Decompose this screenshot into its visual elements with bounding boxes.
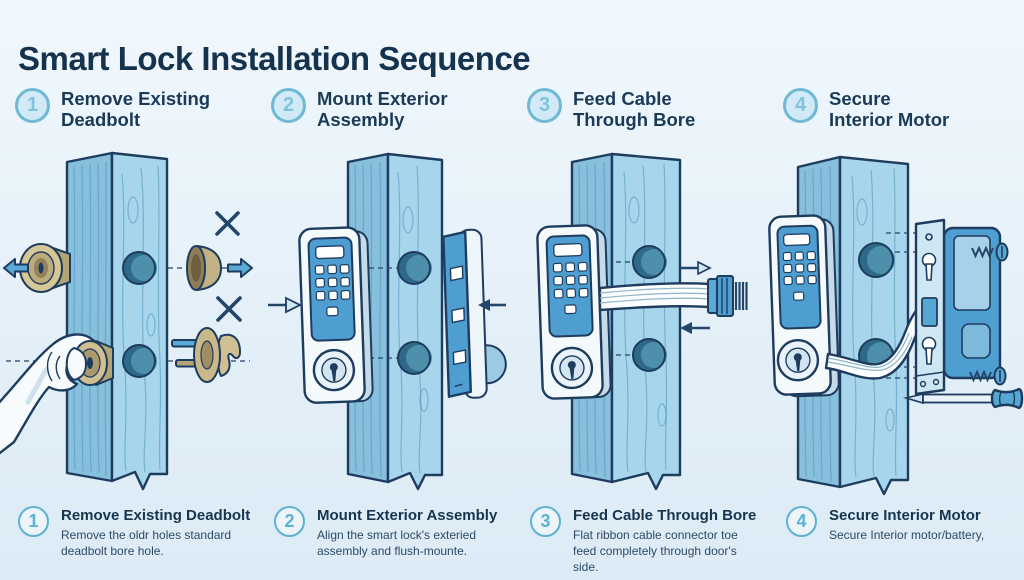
screw-top bbox=[971, 242, 1009, 262]
deadbolt-cylinder-left bbox=[19, 243, 71, 293]
deadbolt-cylinder-right bbox=[186, 245, 222, 291]
bore-hole-top bbox=[397, 251, 432, 285]
step-1-panel: 1 Remove Existing Deadbolt bbox=[0, 82, 256, 580]
arrow-left-icon bbox=[3, 258, 29, 278]
dashed-centerlines bbox=[616, 261, 636, 356]
hand bbox=[0, 333, 114, 455]
ribbon-cable bbox=[598, 282, 711, 312]
keypad-keys bbox=[782, 251, 817, 301]
interior-motor-assembly bbox=[914, 218, 1002, 396]
arrow-left-icon bbox=[478, 299, 506, 311]
step-3-illustration bbox=[536, 152, 748, 491]
step-1-caption-text: Remove the oldr holes standard deadbolt … bbox=[61, 528, 232, 559]
step-4-panel: 4 Secure Interior Motor bbox=[768, 82, 1024, 580]
step-4-illustration bbox=[768, 155, 1024, 496]
step-1-caption-title: Remove Existing Deadbolt bbox=[61, 507, 251, 524]
plate-slots bbox=[449, 265, 467, 366]
door bbox=[65, 151, 169, 491]
bore-hole-top bbox=[858, 242, 895, 278]
x-mark-bottom-icon bbox=[216, 296, 242, 322]
step-2-caption: 2 Mount Exterior Assembly Align the smar… bbox=[256, 506, 512, 559]
step-4-caption-text: Secure Interior motor/battery, bbox=[829, 528, 985, 542]
screw-bottom bbox=[969, 366, 1007, 386]
step-3-number-badge: 3 bbox=[527, 88, 562, 123]
dashed-guide-lines bbox=[886, 232, 972, 379]
step-2-title: Mount Exterior Assembly bbox=[317, 88, 448, 130]
step-3-caption-title: Feed Cable Through Bore bbox=[573, 507, 757, 524]
step-1-caption-badge: 1 bbox=[18, 506, 49, 537]
step-2-header: 2 Mount Exterior Assembly bbox=[256, 82, 512, 131]
bore-hole-top bbox=[122, 251, 157, 285]
step-2-illustration bbox=[268, 152, 507, 491]
arrow-left-icon bbox=[680, 322, 710, 334]
screwdriver bbox=[902, 387, 1024, 410]
step-3-caption: 3 Feed Cable Through Bore Flat ribbon ca… bbox=[512, 506, 768, 575]
keypad-exterior-assembly bbox=[768, 214, 840, 398]
bore-hole-top bbox=[632, 245, 667, 279]
step-3-panel: 3 Feed Cable Through Bore bbox=[512, 82, 768, 580]
step-panels: 1 Remove Existing Deadbolt bbox=[0, 82, 1024, 580]
bore-hole-bottom bbox=[122, 344, 157, 378]
arrow-right-icon bbox=[680, 260, 712, 276]
step-2-caption-text: Align the smart lock's exteried assembly… bbox=[317, 528, 477, 559]
step-4-number-badge: 4 bbox=[783, 88, 818, 123]
step-4-caption-badge: 4 bbox=[786, 506, 817, 537]
step-4-title: Secure Interior Motor bbox=[829, 88, 950, 130]
keypad-keys bbox=[314, 263, 351, 317]
arrow-right-icon bbox=[268, 296, 303, 314]
keypad-exterior-assembly bbox=[298, 226, 374, 404]
step-3-header: 3 Feed Cable Through Bore bbox=[512, 82, 768, 131]
x-mark-top-icon bbox=[215, 211, 240, 236]
step-1-number-badge: 1 bbox=[15, 88, 50, 123]
step-4-header: 4 Secure Interior Motor bbox=[768, 82, 1024, 131]
connector-pins bbox=[734, 282, 748, 310]
interior-mounting-plate bbox=[442, 228, 507, 399]
keypad-keys bbox=[552, 261, 589, 315]
page-title: Smart Lock Installation Sequence bbox=[18, 40, 531, 78]
plate-keyholes bbox=[921, 252, 937, 365]
step-1-illustration bbox=[0, 151, 253, 491]
step-1-caption: 1 Remove Existing Deadbolt Remove the ol… bbox=[0, 506, 256, 559]
bore-hole-bottom bbox=[632, 338, 667, 372]
step-1-header: 1 Remove Existing Deadbolt bbox=[0, 82, 256, 131]
mounting-plate-and-screws bbox=[171, 327, 241, 383]
step-2-caption-badge: 2 bbox=[274, 506, 305, 537]
keypad-exterior-assembly bbox=[536, 224, 612, 400]
step-4-caption-title: Secure Interior Motor bbox=[829, 507, 981, 524]
step-4-caption: 4 Secure Interior Motor Secure Interior … bbox=[768, 506, 988, 543]
cable-connector bbox=[707, 275, 748, 317]
dashed-centerlines bbox=[360, 267, 402, 359]
step-3-caption-badge: 3 bbox=[530, 506, 561, 537]
step-2-panel: 2 Mount Exterior Assembly bbox=[256, 82, 512, 580]
arrow-right-icon bbox=[227, 258, 253, 278]
step-1-title: Remove Existing Deadbolt bbox=[61, 88, 211, 130]
step-3-caption-text: Flat ribbon cable connector toe feed com… bbox=[573, 528, 738, 575]
step-2-number-badge: 2 bbox=[271, 88, 306, 123]
bore-hole-bottom bbox=[397, 341, 432, 375]
step-3-title: Feed Cable Through Bore bbox=[573, 88, 696, 130]
step-2-caption-title: Mount Exterior Assembly bbox=[317, 507, 498, 524]
